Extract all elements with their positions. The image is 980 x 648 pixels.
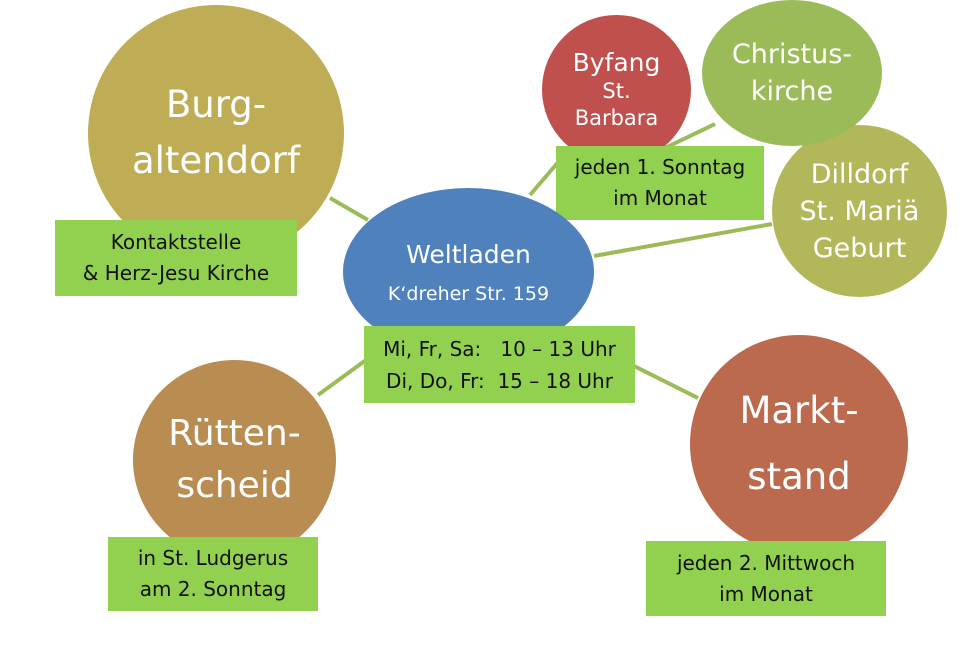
label-ruettenscheid-line1: in St. Ludgerus — [137, 546, 289, 570]
connector-dilldorf — [593, 222, 773, 258]
label-box-opening-hours: Mi, Fr, Sa: 10 – 13 Uhr Di, Do, Fr: 15 –… — [364, 326, 635, 403]
label-first-sunday-line2: im Monat — [613, 186, 707, 210]
label-burgaltendorf-line2: & Herz-Jesu Kirche — [82, 261, 270, 285]
connector-burgaltendorf — [328, 196, 370, 222]
node-marktstand: Markt- stand — [690, 335, 908, 553]
label-box-ruettenscheid: in St. Ludgerus am 2. Sonntag — [108, 537, 318, 611]
node-dilldorf-line1: Dilldorf — [810, 158, 909, 190]
node-ruettenscheid-line2: scheid — [176, 465, 293, 506]
label-marktstand-line2: im Monat — [719, 581, 813, 606]
node-marktstand-line1: Markt- — [739, 389, 859, 432]
node-dilldorf: Dilldorf St. Mariä Geburt — [772, 125, 947, 297]
label-first-sunday-line1: jeden 1. Sonntag — [574, 155, 746, 179]
node-ruettenscheid-line1: Rütten- — [168, 413, 301, 454]
label-burgaltendorf-line1: Kontaktstelle — [110, 230, 242, 254]
node-burgaltendorf: Burg- altendorf — [88, 5, 344, 261]
label-ruettenscheid-line2: am 2. Sonntag — [139, 577, 287, 601]
connector-ruettenscheid — [316, 358, 368, 397]
node-byfang: Byfang St. Barbara — [542, 15, 691, 164]
node-byfang-line1: Byfang — [572, 47, 661, 77]
node-ruettenscheid: Rütten- scheid — [133, 360, 336, 560]
label-box-first-sunday: jeden 1. Sonntag im Monat — [556, 146, 764, 220]
node-byfang-line3: Barbara — [574, 105, 659, 130]
connector-byfang — [528, 158, 562, 197]
connector-marktstand — [633, 364, 699, 400]
opening-hours-line2: Di, Do, Fr: 15 – 18 Uhr — [386, 368, 613, 393]
node-christuskirche-line2: kirche — [750, 76, 834, 107]
node-byfang-line2: St. — [602, 78, 631, 103]
node-burgaltendorf-line1: Burg- — [165, 83, 267, 126]
node-dilldorf-line3: Geburt — [812, 232, 907, 264]
label-marktstand-line1: jeden 2. Mittwoch — [676, 550, 856, 575]
node-christuskirche: Christus- kirche — [702, 0, 882, 146]
node-weltladen-address: K‘dreher Str. 159 — [387, 283, 550, 305]
node-dilldorf-line2: St. Mariä — [799, 195, 920, 227]
opening-hours-line1: Mi, Fr, Sa: 10 – 13 Uhr — [383, 336, 616, 361]
label-box-marktstand: jeden 2. Mittwoch im Monat — [646, 541, 886, 616]
node-weltladen-title: Weltladen — [406, 240, 531, 269]
node-marktstand-line2: stand — [747, 455, 851, 498]
node-christuskirche-line1: Christus- — [731, 39, 853, 70]
node-burgaltendorf-line2: altendorf — [131, 139, 301, 182]
label-box-burgaltendorf: Kontaktstelle & Herz-Jesu Kirche — [55, 220, 297, 296]
